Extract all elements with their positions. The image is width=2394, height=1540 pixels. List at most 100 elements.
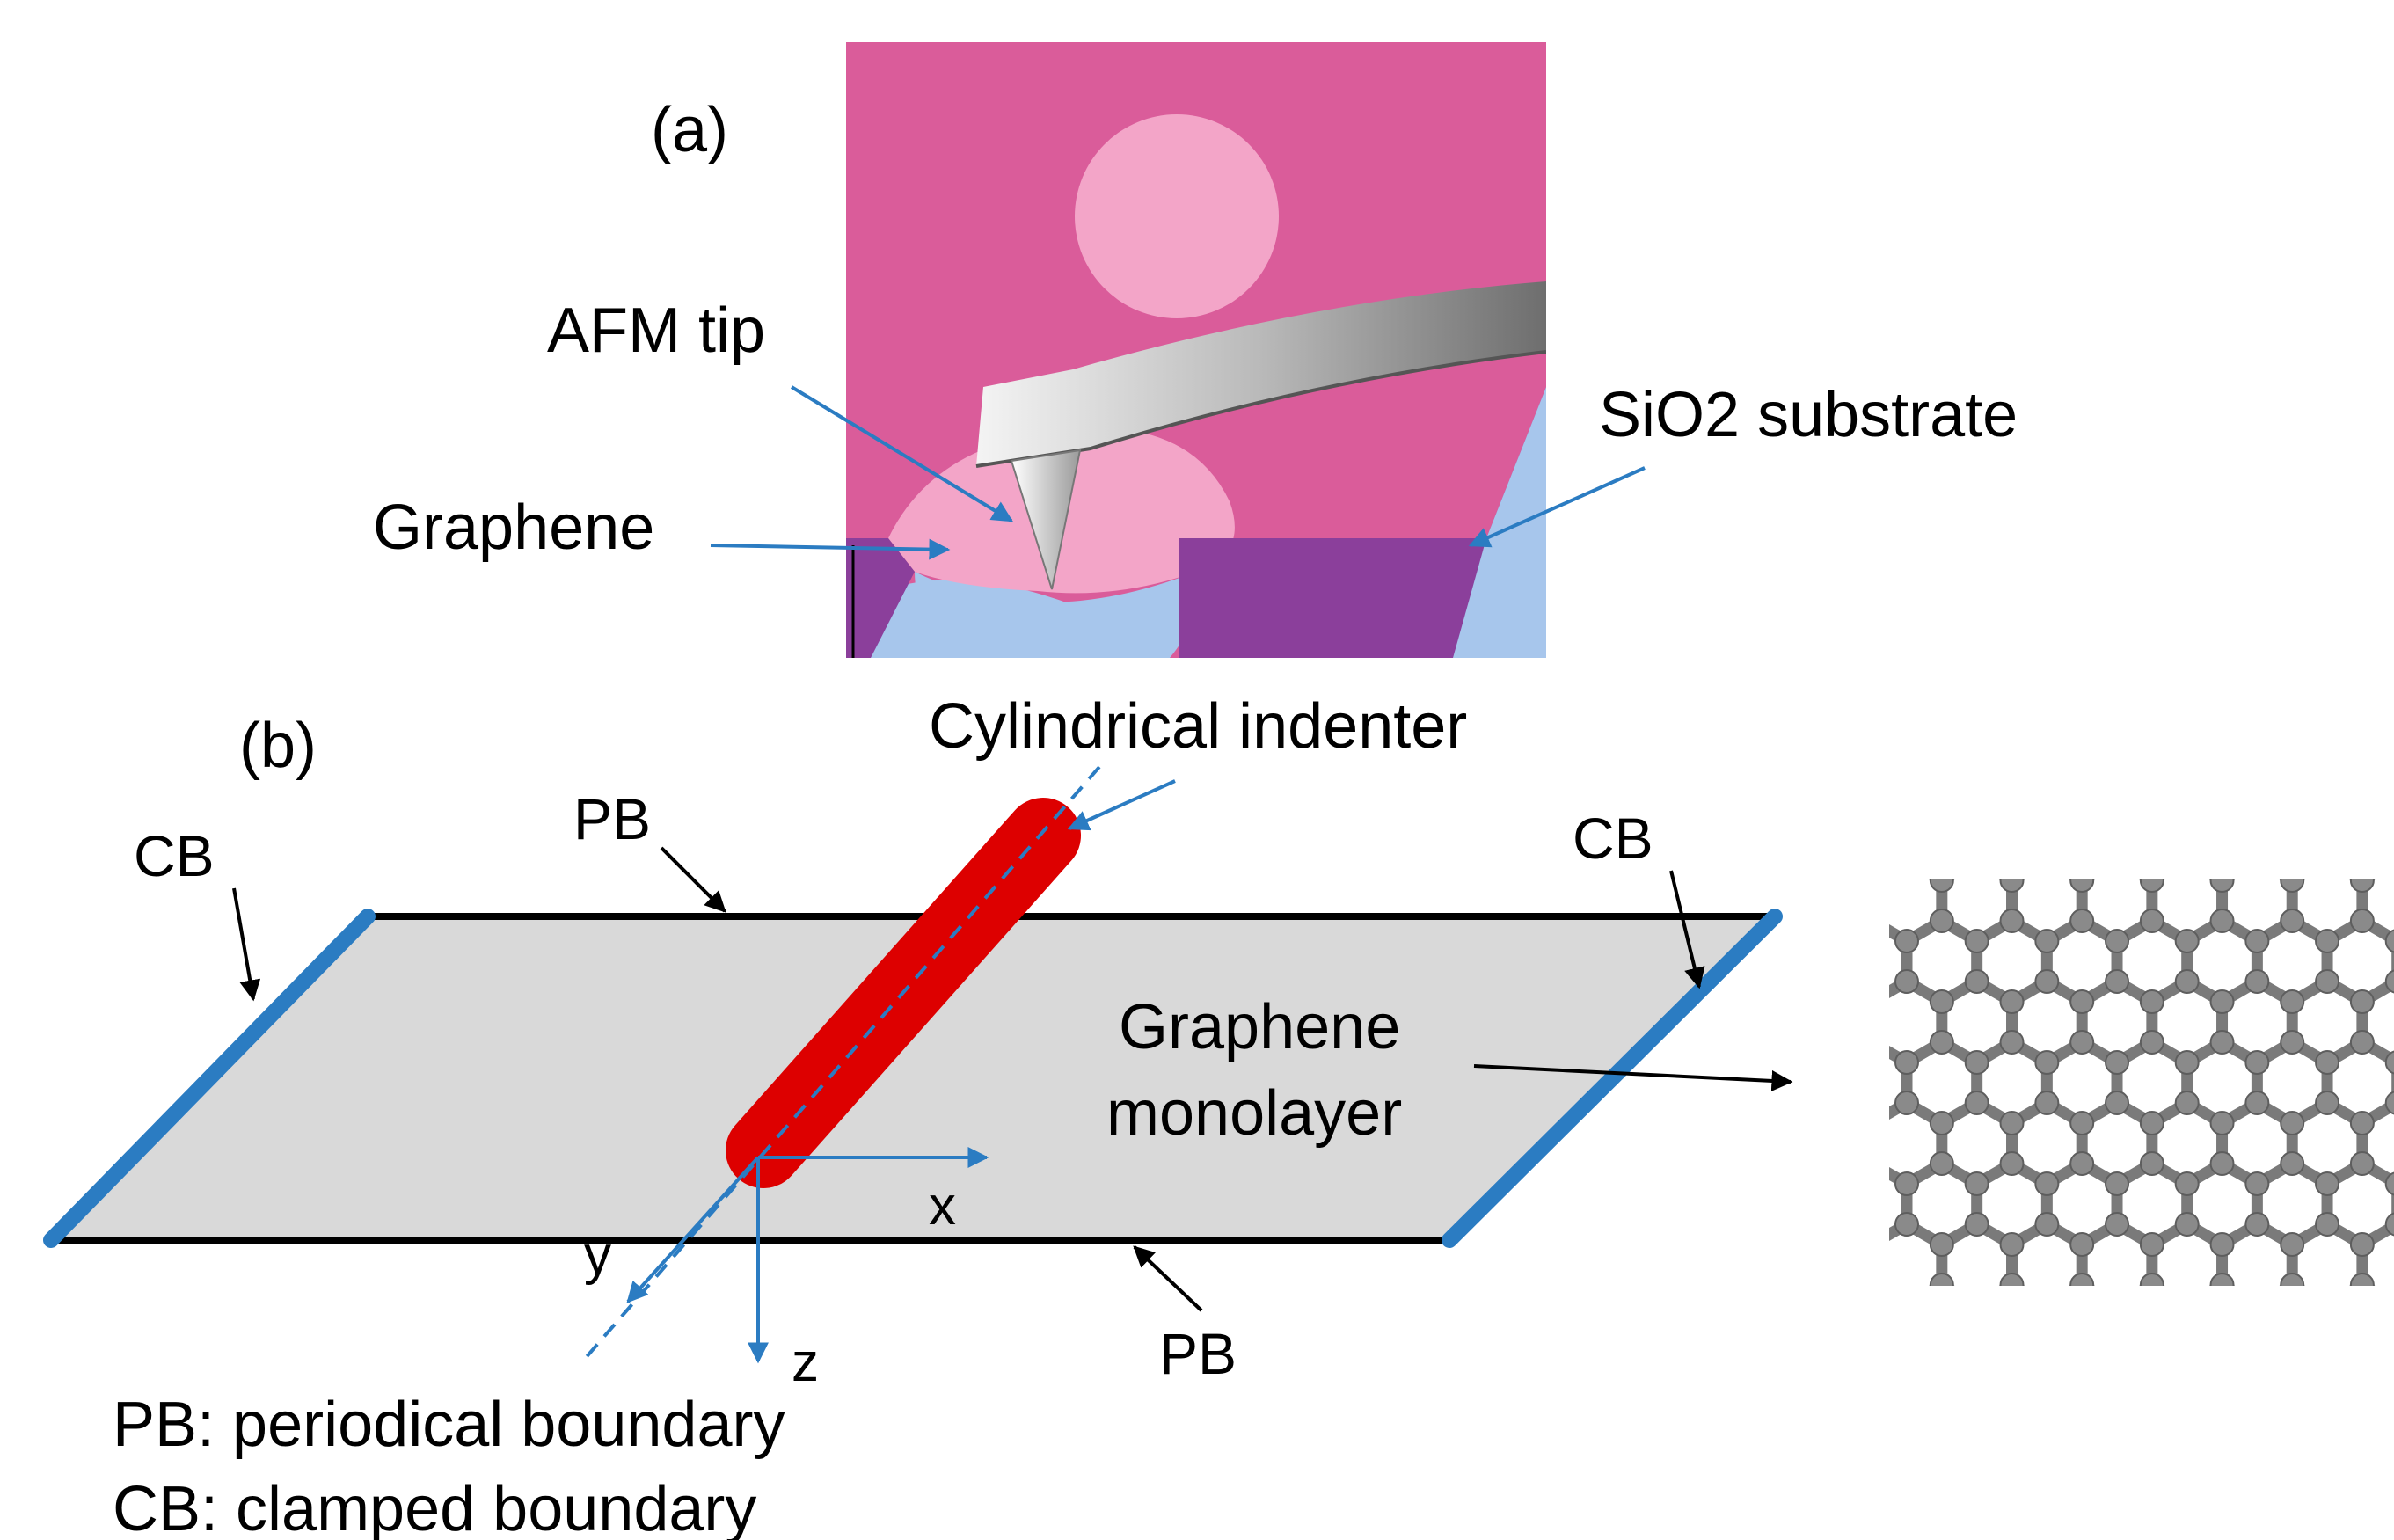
lattice-atom: [1895, 849, 1918, 872]
lattice-atom: [2034, 1212, 2060, 1237]
indenter-arrow: [1067, 779, 1176, 831]
lattice-atom: [2069, 1111, 2095, 1135]
lattice-bond: [1872, 1346, 1907, 1366]
lattice-bond: [2012, 1346, 2047, 1366]
lattice-atom: [2174, 1091, 2200, 1115]
lattice-bond: [2187, 1467, 2222, 1487]
lattice-atom: [2315, 929, 2340, 953]
lattice-atom: [2035, 1294, 2058, 1317]
lattice-bond: [2286, 879, 2305, 887]
sheet-to-lattice-arrow: [1473, 1064, 1793, 1091]
lattice-atom: [2035, 1415, 2058, 1438]
lattice-atom: [2176, 1294, 2199, 1317]
lattice-bond: [2356, 879, 2376, 887]
lattice-bond: [2076, 1279, 2095, 1286]
lattice-atom: [2105, 929, 2130, 953]
lattice-atom: [2349, 1232, 2375, 1257]
lattice-bond: [1977, 1406, 2012, 1427]
lattice-atom: [2069, 989, 2095, 1014]
lattice-bond: [1998, 879, 2018, 887]
graphene-label: Graphene: [373, 493, 654, 563]
lattice-atom: [2209, 1111, 2235, 1135]
lattice-atom: [2070, 1354, 2093, 1377]
lattice-atom: [2349, 989, 2375, 1014]
lattice-atom: [1929, 1273, 1954, 1286]
lattice-bond: [2222, 1467, 2258, 1487]
pb-top-arrow: [660, 846, 726, 913]
lattice-atom: [2280, 1273, 2305, 1286]
lattice-atom: [2244, 969, 2270, 994]
lattice-atom: [1999, 1273, 2025, 1286]
lattice-atom: [1999, 1151, 2025, 1176]
lattice-bond: [2257, 1467, 2292, 1487]
lattice-atom: [2035, 849, 2058, 872]
lattice-bond: [2349, 879, 2368, 887]
lattice-atom: [2315, 969, 2340, 994]
lattice-atom: [2245, 1456, 2268, 1478]
lattice-atom: [2209, 1273, 2235, 1286]
lattice-atom: [2280, 989, 2305, 1014]
legend-cb: CB: clamped boundary: [113, 1474, 756, 1540]
cb-left-arrow: [232, 887, 261, 1002]
lattice-atom: [2209, 1151, 2235, 1176]
lattice-atom: [2034, 1171, 2060, 1196]
lattice-atom: [2069, 1030, 2095, 1055]
lattice-atom: [1964, 969, 1989, 994]
lattice-atom: [2315, 1171, 2340, 1196]
lattice-atom: [2001, 1476, 2024, 1499]
lattice-atom: [2386, 1294, 2394, 1317]
substrate-light-face: [1453, 387, 1546, 658]
lattice-atom: [2069, 1151, 2095, 1176]
lattice-atom: [2139, 1111, 2164, 1135]
pb-bottom-label: PB: [1159, 1321, 1237, 1386]
lattice-atom: [2176, 849, 2199, 872]
lattice-atom: [2384, 969, 2394, 994]
lattice-bond: [1907, 1467, 1942, 1487]
lattice-atom: [2211, 1395, 2234, 1418]
lattice-bond: [2187, 1346, 2222, 1366]
lattice-atom: [2105, 1212, 2130, 1237]
lattice-atom: [1929, 909, 1954, 933]
lattice-atom: [1895, 1334, 1918, 1357]
indenter-label: Cylindrical indenter: [929, 691, 1467, 762]
lattice-atom: [1929, 989, 1954, 1014]
lattice-bond: [2362, 1467, 2394, 1487]
lattice-atom: [2176, 1456, 2199, 1478]
lattice-atom: [1999, 1232, 2025, 1257]
lattice-atom: [2384, 1171, 2394, 1196]
lattice-atom: [2244, 1091, 2270, 1115]
lattice-atom: [2386, 1334, 2394, 1357]
axis-z-label: z: [792, 1332, 819, 1393]
lattice-atom: [2106, 1456, 2128, 1478]
lattice-bond: [2047, 1346, 2082, 1366]
lattice-atom: [2316, 849, 2339, 872]
lattice-atom: [1895, 1294, 1918, 1317]
lattice-bond: [1907, 1346, 1942, 1366]
lattice-bond: [2187, 1406, 2222, 1427]
lattice-atom: [1964, 1171, 1989, 1196]
lattice-atom: [2280, 909, 2305, 933]
cantilever-edge: [975, 350, 1546, 468]
lattice-atom: [2141, 1476, 2164, 1499]
lattice-atom: [2105, 1091, 2130, 1115]
lattice-bond: [1942, 1346, 1977, 1366]
lattice-atom: [2035, 1334, 2058, 1357]
lattice-bond: [2327, 1346, 2362, 1366]
lattice-atom: [2069, 909, 2095, 933]
lattice-atom: [2280, 879, 2305, 893]
lattice-bond: [2069, 879, 2088, 887]
lattice-atom: [2106, 849, 2128, 872]
lattice-atom: [2384, 1212, 2394, 1237]
lattice-atom: [2280, 1151, 2305, 1176]
cb-right-label: CB: [1573, 806, 1653, 871]
lattice-atom: [2139, 1151, 2164, 1176]
lattice-atom: [2069, 879, 2095, 893]
lattice-bond: [1942, 1467, 1977, 1487]
lattice-bond: [2257, 1406, 2292, 1427]
afm-tip-shape: [1010, 449, 1082, 590]
lattice-atom: [2034, 969, 2060, 994]
lattice-atom: [2069, 1273, 2095, 1286]
lattice-atom: [2316, 1294, 2339, 1317]
lattice-atom: [2174, 1171, 2200, 1196]
lattice-atom: [2351, 1476, 2374, 1499]
